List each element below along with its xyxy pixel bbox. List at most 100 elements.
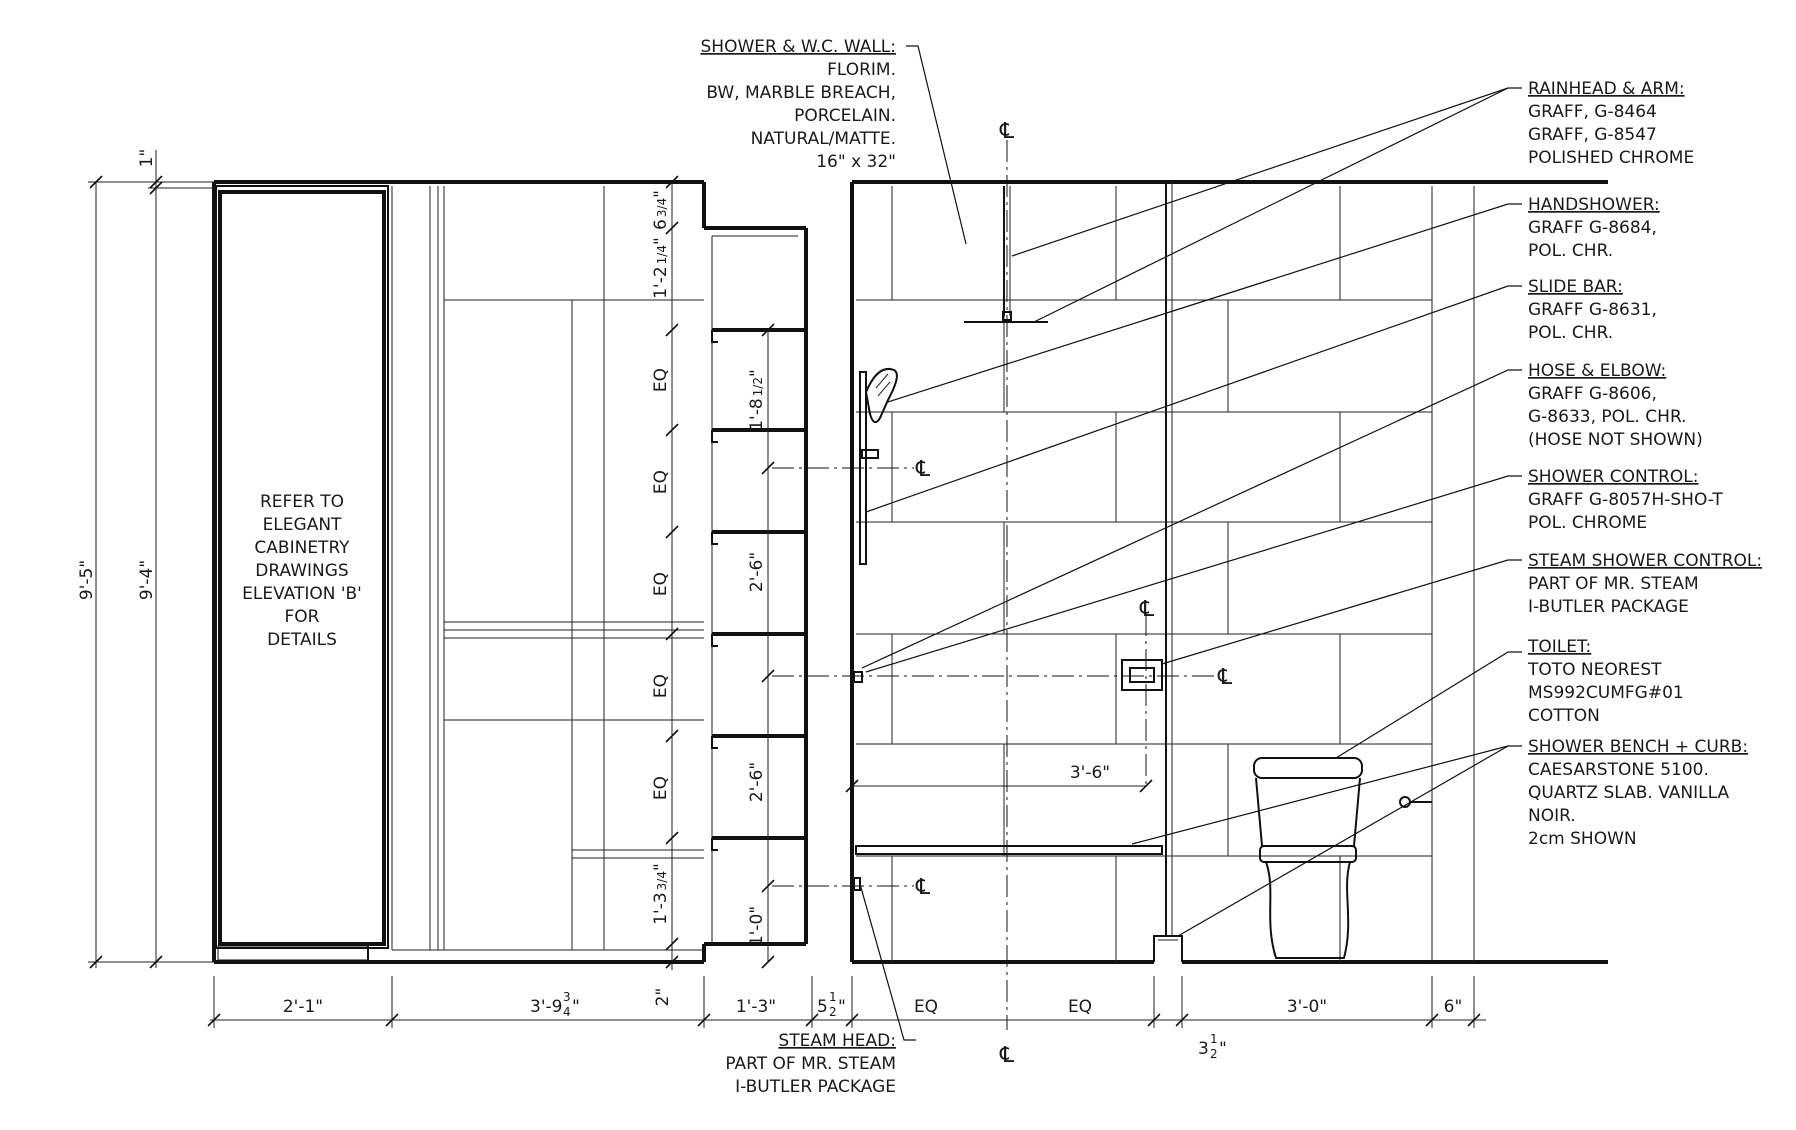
note-line: POL. CHR. [1528,241,1613,261]
note-title: STEAM HEAD: [778,1031,896,1051]
centerline-symbols: ℄ ℄ ℄ ℄ ℄ ℄ [915,119,1233,1068]
leader-lines [859,45,1522,1041]
dim-v2: 1'-21/4" [651,237,671,299]
dim-jamb-frac-d: 2 [829,1005,837,1019]
cabinet-wall [212,180,808,964]
note-title: RAINHEAD & ARM: [1528,79,1685,99]
dim-cabinet-width: 2'-1" [283,997,323,1017]
dim-jamb-whole: 5 [817,997,828,1017]
shower-wall [850,180,1608,964]
dim-top-gap: 1" [137,149,157,168]
note-title: TOILET: [1527,637,1591,657]
centerline-symbol: ℄ [999,1043,1015,1068]
dim-gap-frac-d: 2 [1210,1047,1218,1061]
note-line: CAESARSTONE 5100. [1528,760,1709,780]
dimension-text: 9'-5" 9'-4" 1" 2'-1" 3'-9 3 4 " 1'-3" 5 … [77,149,1462,1061]
dim-bench: 3'-6" [1070,763,1110,783]
cabinet-note-line: DETAILS [267,630,337,650]
dim-mid-whole: 3'-9 [530,997,562,1017]
dim-mid-frac-n: 3 [563,990,571,1004]
shower-bench [855,845,1163,855]
note-line: TOTO NEOREST [1527,660,1662,680]
cabinet-note-line: ELEGANT [263,515,342,535]
handshower [859,368,898,565]
niche-shelves [711,328,804,851]
note-line: POL. CHR. [1528,323,1613,343]
note-line: BW, MARBLE BREACH, [706,83,896,103]
dim-eq-1: EQ [914,997,938,1017]
note-title: STEAM SHOWER CONTROL: [1528,551,1762,571]
note-line: G-8633, POL. CHR. [1528,407,1687,427]
note-line: PORCELAIN. [794,106,896,126]
rainhead [964,186,1048,323]
note-line: 16" x 32" [816,152,896,172]
note-bench: SHOWER BENCH + CURB: CAESARSTONE 5100. Q… [1528,737,1748,849]
note-line: (HOSE NOT SHOWN) [1528,430,1703,450]
shower-control-plate [1121,659,1163,691]
cabinet-note-line: CABINETRY [254,538,350,558]
note-title: SHOWER CONTROL: [1528,467,1698,487]
note-line: GRAFF, G-8464 [1528,102,1657,122]
note-line: NATURAL/MATTE. [751,129,896,149]
note-line: GRAFF G-8631, [1528,300,1657,320]
note-line: QUARTZ SLAB. VANILLA [1528,783,1729,803]
note-handshower: HANDSHOWER: GRAFF G-8684, POL. CHR. [1528,195,1660,261]
centerlines [772,140,1214,1030]
dim-overall-height: 9'-5" [77,560,97,600]
cabinet-note-line: DRAWINGS [255,561,348,581]
dim-wc-width: 3'-0" [1287,997,1327,1017]
dim-inner-height: 9'-4" [137,560,157,600]
note-line: NOIR. [1528,806,1576,826]
note-line: GRAFF, G-8547 [1528,125,1657,145]
dim-jamb-frac-n: 1 [829,990,837,1004]
note-title: HANDSHOWER: [1528,195,1660,215]
dim-gap-tail: " [1219,1039,1227,1059]
note-line: FLORIM. [827,60,896,80]
dim-niche-width: 1'-3" [736,997,776,1017]
note-hose: HOSE & ELBOW: GRAFF G-8606, G-8633, POL.… [1528,361,1703,450]
dim-mid-frac-d: 4 [563,1005,571,1019]
dim-v1: 63/4" [651,190,671,230]
dim-r3: 2'-6" [747,762,767,802]
centerline-symbol: ℄ [915,875,931,900]
note-line: PART OF MR. STEAM [725,1054,896,1074]
note-line: MS992CUMFG#01 [1528,683,1684,703]
centerline-symbol: ℄ [1139,597,1155,622]
centerline-symbol: ℄ [1217,665,1233,690]
centerline-symbol: ℄ [999,119,1015,144]
note-line: GRAFF G-8606, [1528,384,1657,404]
dim-end-width: 6" [1444,997,1463,1017]
note-line: POL. CHROME [1528,513,1647,533]
cabinet-note-line: ELEVATION 'B' [242,584,362,604]
dim-eq: EQ [651,470,671,494]
dim-eq: EQ [651,776,671,800]
dim-r4: 1'-0" [747,906,767,946]
note-line: PART OF MR. STEAM [1528,574,1699,594]
note-line: I-BUTLER PACKAGE [735,1077,896,1097]
dim-gap-frac-n: 1 [1210,1032,1218,1046]
note-title: SHOWER BENCH + CURB: [1528,737,1748,757]
dim-eq: EQ [651,368,671,392]
dim-gap-whole: 3 [1198,1039,1209,1059]
note-line: POLISHED CHROME [1528,148,1694,168]
note-toilet: TOILET: TOTO NEOREST MS992CUMFG#01 COTTO… [1527,637,1684,726]
dim-v3: 1'-33/4" [651,863,671,925]
note-steam-control: STEAM SHOWER CONTROL: PART OF MR. STEAM … [1528,551,1762,617]
note-title: SHOWER & W.C. WALL: [701,37,897,57]
dim-mid-tail: " [572,997,580,1017]
note-steam-head: STEAM HEAD: PART OF MR. STEAM I-BUTLER P… [725,1031,896,1097]
note-line: GRAFF G-8684, [1528,218,1657,238]
dim-eq-2: EQ [1068,997,1092,1017]
note-title: SLIDE BAR: [1528,277,1623,297]
note-title: HOSE & ELBOW: [1528,361,1666,381]
toilet [1253,757,1363,959]
centerline-symbol: ℄ [915,457,931,482]
note-line: I-BUTLER PACKAGE [1528,597,1689,617]
dim-jamb-tail: " [838,997,846,1017]
dim-small: 2" [653,988,673,1007]
note-line: 2cm SHOWN [1528,829,1637,849]
dimension-ticks [89,175,1481,1027]
note-shower-control: SHOWER CONTROL: GRAFF G-8057H-SHO-T POL.… [1528,467,1723,533]
dim-eq: EQ [651,572,671,596]
